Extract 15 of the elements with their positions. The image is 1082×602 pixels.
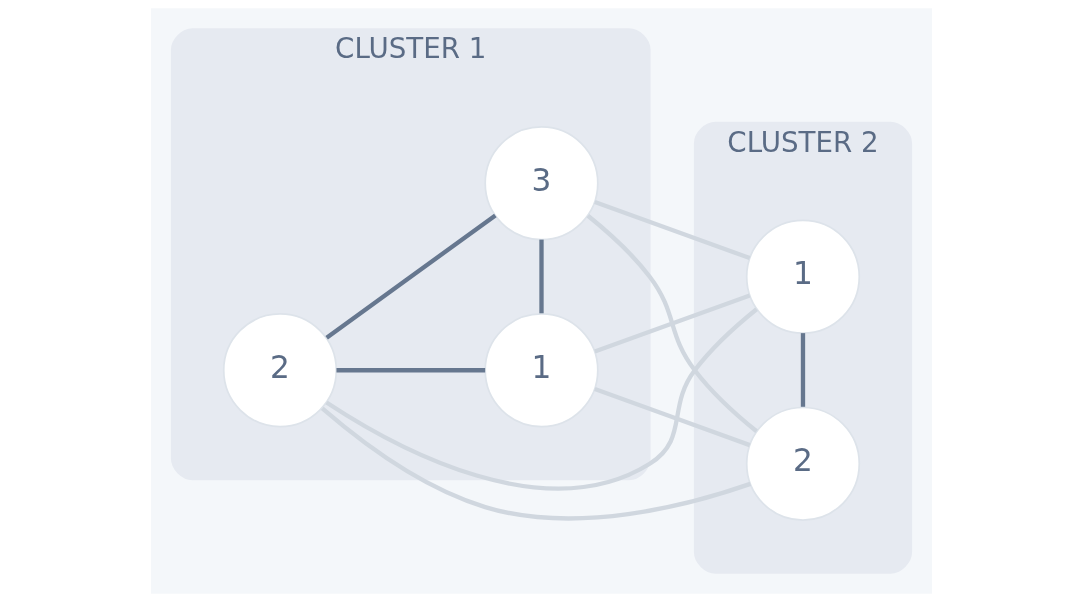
node-circle: 2 <box>745 406 860 521</box>
connector <box>593 386 750 448</box>
connector <box>593 293 750 354</box>
connector <box>586 214 758 433</box>
node-circle: 1 <box>483 313 599 428</box>
connector <box>320 406 751 521</box>
connector <box>335 368 485 373</box>
node-circle: 3 <box>483 126 599 241</box>
connector <box>800 333 805 407</box>
connector <box>324 213 497 340</box>
node-circle: 1 <box>745 219 860 334</box>
connector <box>324 307 758 491</box>
connector <box>538 239 544 314</box>
node-circle: 2 <box>222 313 337 428</box>
connector <box>593 199 750 261</box>
